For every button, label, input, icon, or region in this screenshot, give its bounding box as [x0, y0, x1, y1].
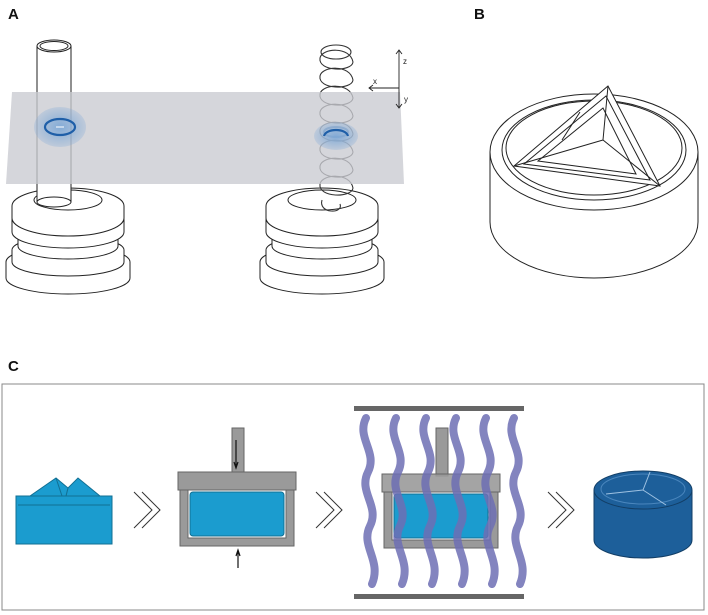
panel-b-illustration [489, 85, 699, 279]
chevron-right-icon [133, 491, 161, 529]
arrow-up-icon [235, 548, 241, 568]
right-platform [259, 187, 385, 295]
axes-indicator [368, 49, 403, 109]
panel-label-c: C [8, 358, 19, 375]
axis-y-label: y [404, 95, 408, 104]
panel-label-a: A [8, 6, 19, 23]
chevron-right-icon [315, 491, 343, 529]
axis-x-label: x [373, 77, 377, 86]
left-cross-section-ring [43, 117, 77, 137]
right-highlight-glow [314, 122, 358, 150]
left-platform [5, 187, 131, 295]
heat-waves [359, 414, 527, 588]
triangular-pyramid [512, 85, 661, 187]
step-4-final-disc [593, 470, 693, 559]
slicing-plane [6, 92, 404, 184]
panel-a-illustration: z x y [5, 39, 408, 295]
panel-label-b: B [474, 6, 485, 23]
axis-z-label: z [403, 57, 407, 66]
step-1-printed-cube [15, 477, 113, 545]
panel-c-frame [1, 383, 705, 611]
step-3-heated-press [354, 406, 527, 599]
chevron-right-icon [547, 491, 575, 529]
arrow-down-icon [233, 440, 239, 470]
step-2-mold-press [177, 427, 297, 568]
